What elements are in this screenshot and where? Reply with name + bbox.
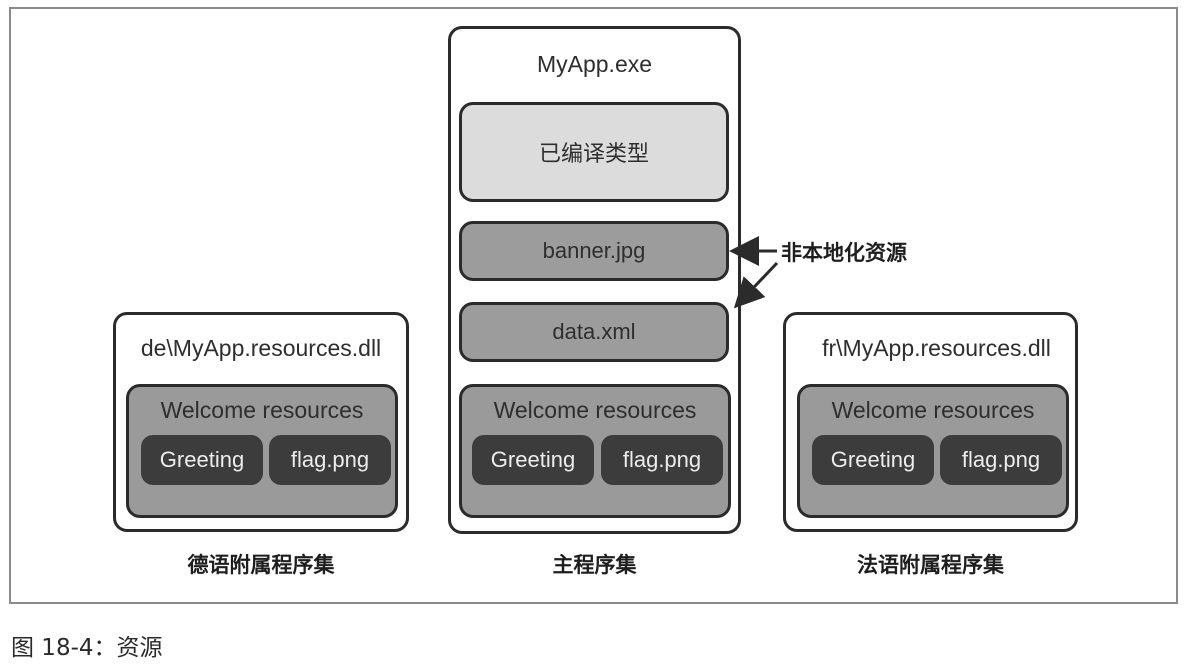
de-assembly-label: 德语附属程序集 (187, 553, 335, 577)
main-welcome-resources: Welcome resources Greeting flag.png (459, 384, 731, 518)
fr-welcome-resources-title: Welcome resources (831, 397, 1035, 423)
banner-jpg-block: banner.jpg (459, 221, 729, 281)
fr-satellite-assembly: fr\MyApp.resources.dll Welcome resources… (783, 312, 1078, 532)
main-flag-png-resource: flag.png (601, 435, 723, 485)
de-welcome-resources: Welcome resources Greeting flag.png (126, 384, 398, 518)
de-assembly-title: de\MyApp.resources.dll (140, 335, 382, 361)
de-welcome-resources-title: Welcome resources (160, 397, 364, 423)
de-satellite-assembly: de\MyApp.resources.dll Welcome resources… (113, 312, 409, 532)
fr-assembly-title: fr\MyApp.resources.dll (822, 335, 1051, 361)
main-welcome-resources-title: Welcome resources (493, 397, 697, 423)
non-localized-resources-callout: 非本地化资源 (781, 241, 907, 265)
figure-caption: 图 18-4：资源 (11, 635, 163, 661)
fr-welcome-resources: Welcome resources Greeting flag.png (797, 384, 1069, 518)
main-greeting-resource: Greeting (472, 435, 594, 485)
main-assembly: MyApp.exe 已编译类型 banner.jpg data.xml Welc… (448, 26, 741, 534)
arrow-to-data-xml (733, 261, 779, 309)
compiled-types-block: 已编译类型 (459, 102, 729, 202)
fr-flag-png-resource: flag.png (940, 435, 1062, 485)
fr-greeting-resource: Greeting (812, 435, 934, 485)
fr-assembly-label: 法语附属程序集 (857, 553, 1004, 577)
data-xml-block: data.xml (459, 302, 729, 362)
de-flag-png-resource: flag.png (269, 435, 391, 485)
de-greeting-resource: Greeting (141, 435, 263, 485)
main-assembly-label: 主程序集 (552, 553, 637, 577)
main-assembly-title: MyApp.exe (536, 51, 653, 77)
